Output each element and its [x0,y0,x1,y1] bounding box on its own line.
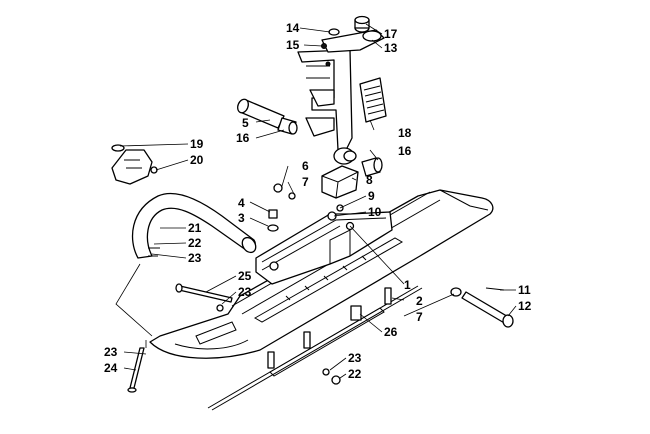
callout-23-left: 23 [104,345,118,359]
handle [131,192,257,259]
studs [267,287,392,369]
callout-12: 12 [518,299,532,313]
bushing-5 [237,98,285,129]
callout-22-lower: 22 [348,367,362,381]
callout-22-upper: 22 [188,236,202,250]
callout-17: 17 [384,27,398,41]
callout-23-bottom: 23 [348,351,362,365]
axle-bolt [450,287,514,328]
callout-8: 8 [366,173,373,187]
spindle [297,29,385,165]
ski [149,189,494,411]
cap-nut [354,15,370,33]
callout-15: 15 [286,38,300,52]
callout-14: 14 [286,21,300,35]
decal [359,77,387,123]
callout-26: 26 [384,325,398,339]
bolt-24 [127,347,145,393]
callout-13: 13 [384,41,398,55]
callout-16-upper: 16 [236,131,250,145]
callout-7-lower: 7 [416,310,423,324]
callout-20: 20 [190,153,204,167]
callout-23-bolt: 23 [238,285,252,299]
callout-11: 11 [518,283,531,297]
bottom-fasteners [322,368,341,385]
block-8 [321,165,359,199]
callout-25: 25 [238,269,252,283]
callout-23-handle: 23 [188,251,202,265]
callout-6: 6 [302,159,309,173]
callout-16-right: 16 [398,144,412,158]
callout-4: 4 [238,196,245,210]
callouts: 1 2 3 4 5 6 7 7 8 9 10 11 12 13 14 15 16… [104,21,532,381]
callout-1: 1 [404,278,411,292]
callout-21: 21 [188,221,202,235]
bolt-25 [175,283,233,312]
callout-3: 3 [238,211,245,225]
leader-lines [119,23,517,379]
callout-19: 19 [190,137,204,151]
spacer-right [361,157,383,177]
callout-10: 10 [368,205,382,219]
callout-2: 2 [416,294,423,308]
assembly-lines [115,263,153,348]
callout-9: 9 [368,189,375,203]
washers [267,183,344,232]
ski-saddle [255,211,393,285]
bracket [111,144,158,185]
callout-5: 5 [242,116,249,130]
callout-18: 18 [398,126,412,140]
callout-7-upper: 7 [302,175,309,189]
spacer-upper [277,117,298,135]
callout-24: 24 [104,361,118,375]
